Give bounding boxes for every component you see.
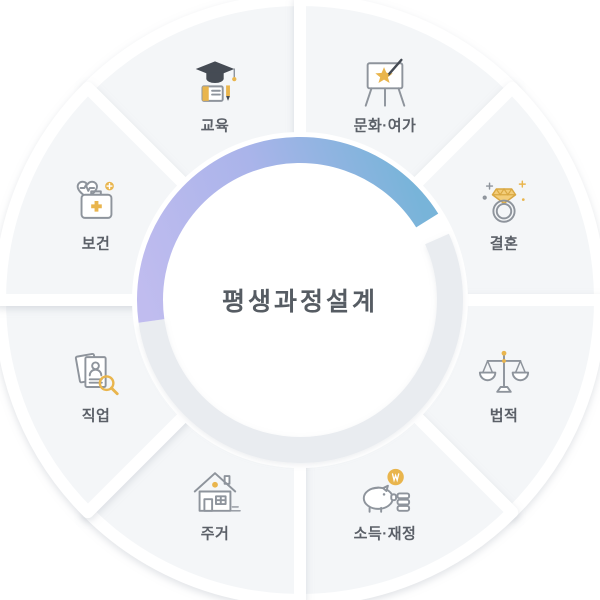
job-search-icon bbox=[74, 352, 119, 396]
wheel-hole bbox=[132, 132, 468, 468]
segment-job: 직업 bbox=[31, 347, 161, 426]
first-aid-kit-icon bbox=[76, 180, 114, 219]
segment-legal: 법적 bbox=[439, 347, 569, 426]
segment-label: 보건 bbox=[81, 235, 111, 253]
house-icon bbox=[193, 472, 241, 512]
segment-culture-leisure: 문화·여가 bbox=[320, 57, 450, 136]
segment-label: 소득·재정 bbox=[353, 525, 417, 543]
wedding-ring-icon bbox=[482, 180, 526, 223]
segment-label: 법적 bbox=[489, 407, 519, 425]
scales-icon bbox=[478, 350, 530, 393]
segment-label: 직업 bbox=[81, 407, 111, 425]
piggy-bank-icon bbox=[362, 468, 411, 513]
center-title: 평생과정설계 bbox=[221, 288, 379, 316]
segment-marriage: 결혼 bbox=[439, 175, 569, 254]
segment-health: 보건 bbox=[31, 175, 161, 254]
segment-label: 결혼 bbox=[489, 235, 519, 253]
ring-track bbox=[138, 233, 463, 463]
segment-label: 주거 bbox=[200, 525, 230, 543]
segment-income-finance: 소득·재정 bbox=[320, 465, 450, 544]
art-easel-icon bbox=[364, 58, 406, 107]
segment-label: 문화·여가 bbox=[353, 117, 417, 135]
segment-education: 교육 bbox=[150, 57, 280, 136]
graduation-cap-icon bbox=[195, 61, 237, 102]
segment-label: 교육 bbox=[200, 117, 230, 135]
ring-progress-arc bbox=[137, 137, 439, 323]
segment-housing: 주거 bbox=[150, 465, 280, 544]
